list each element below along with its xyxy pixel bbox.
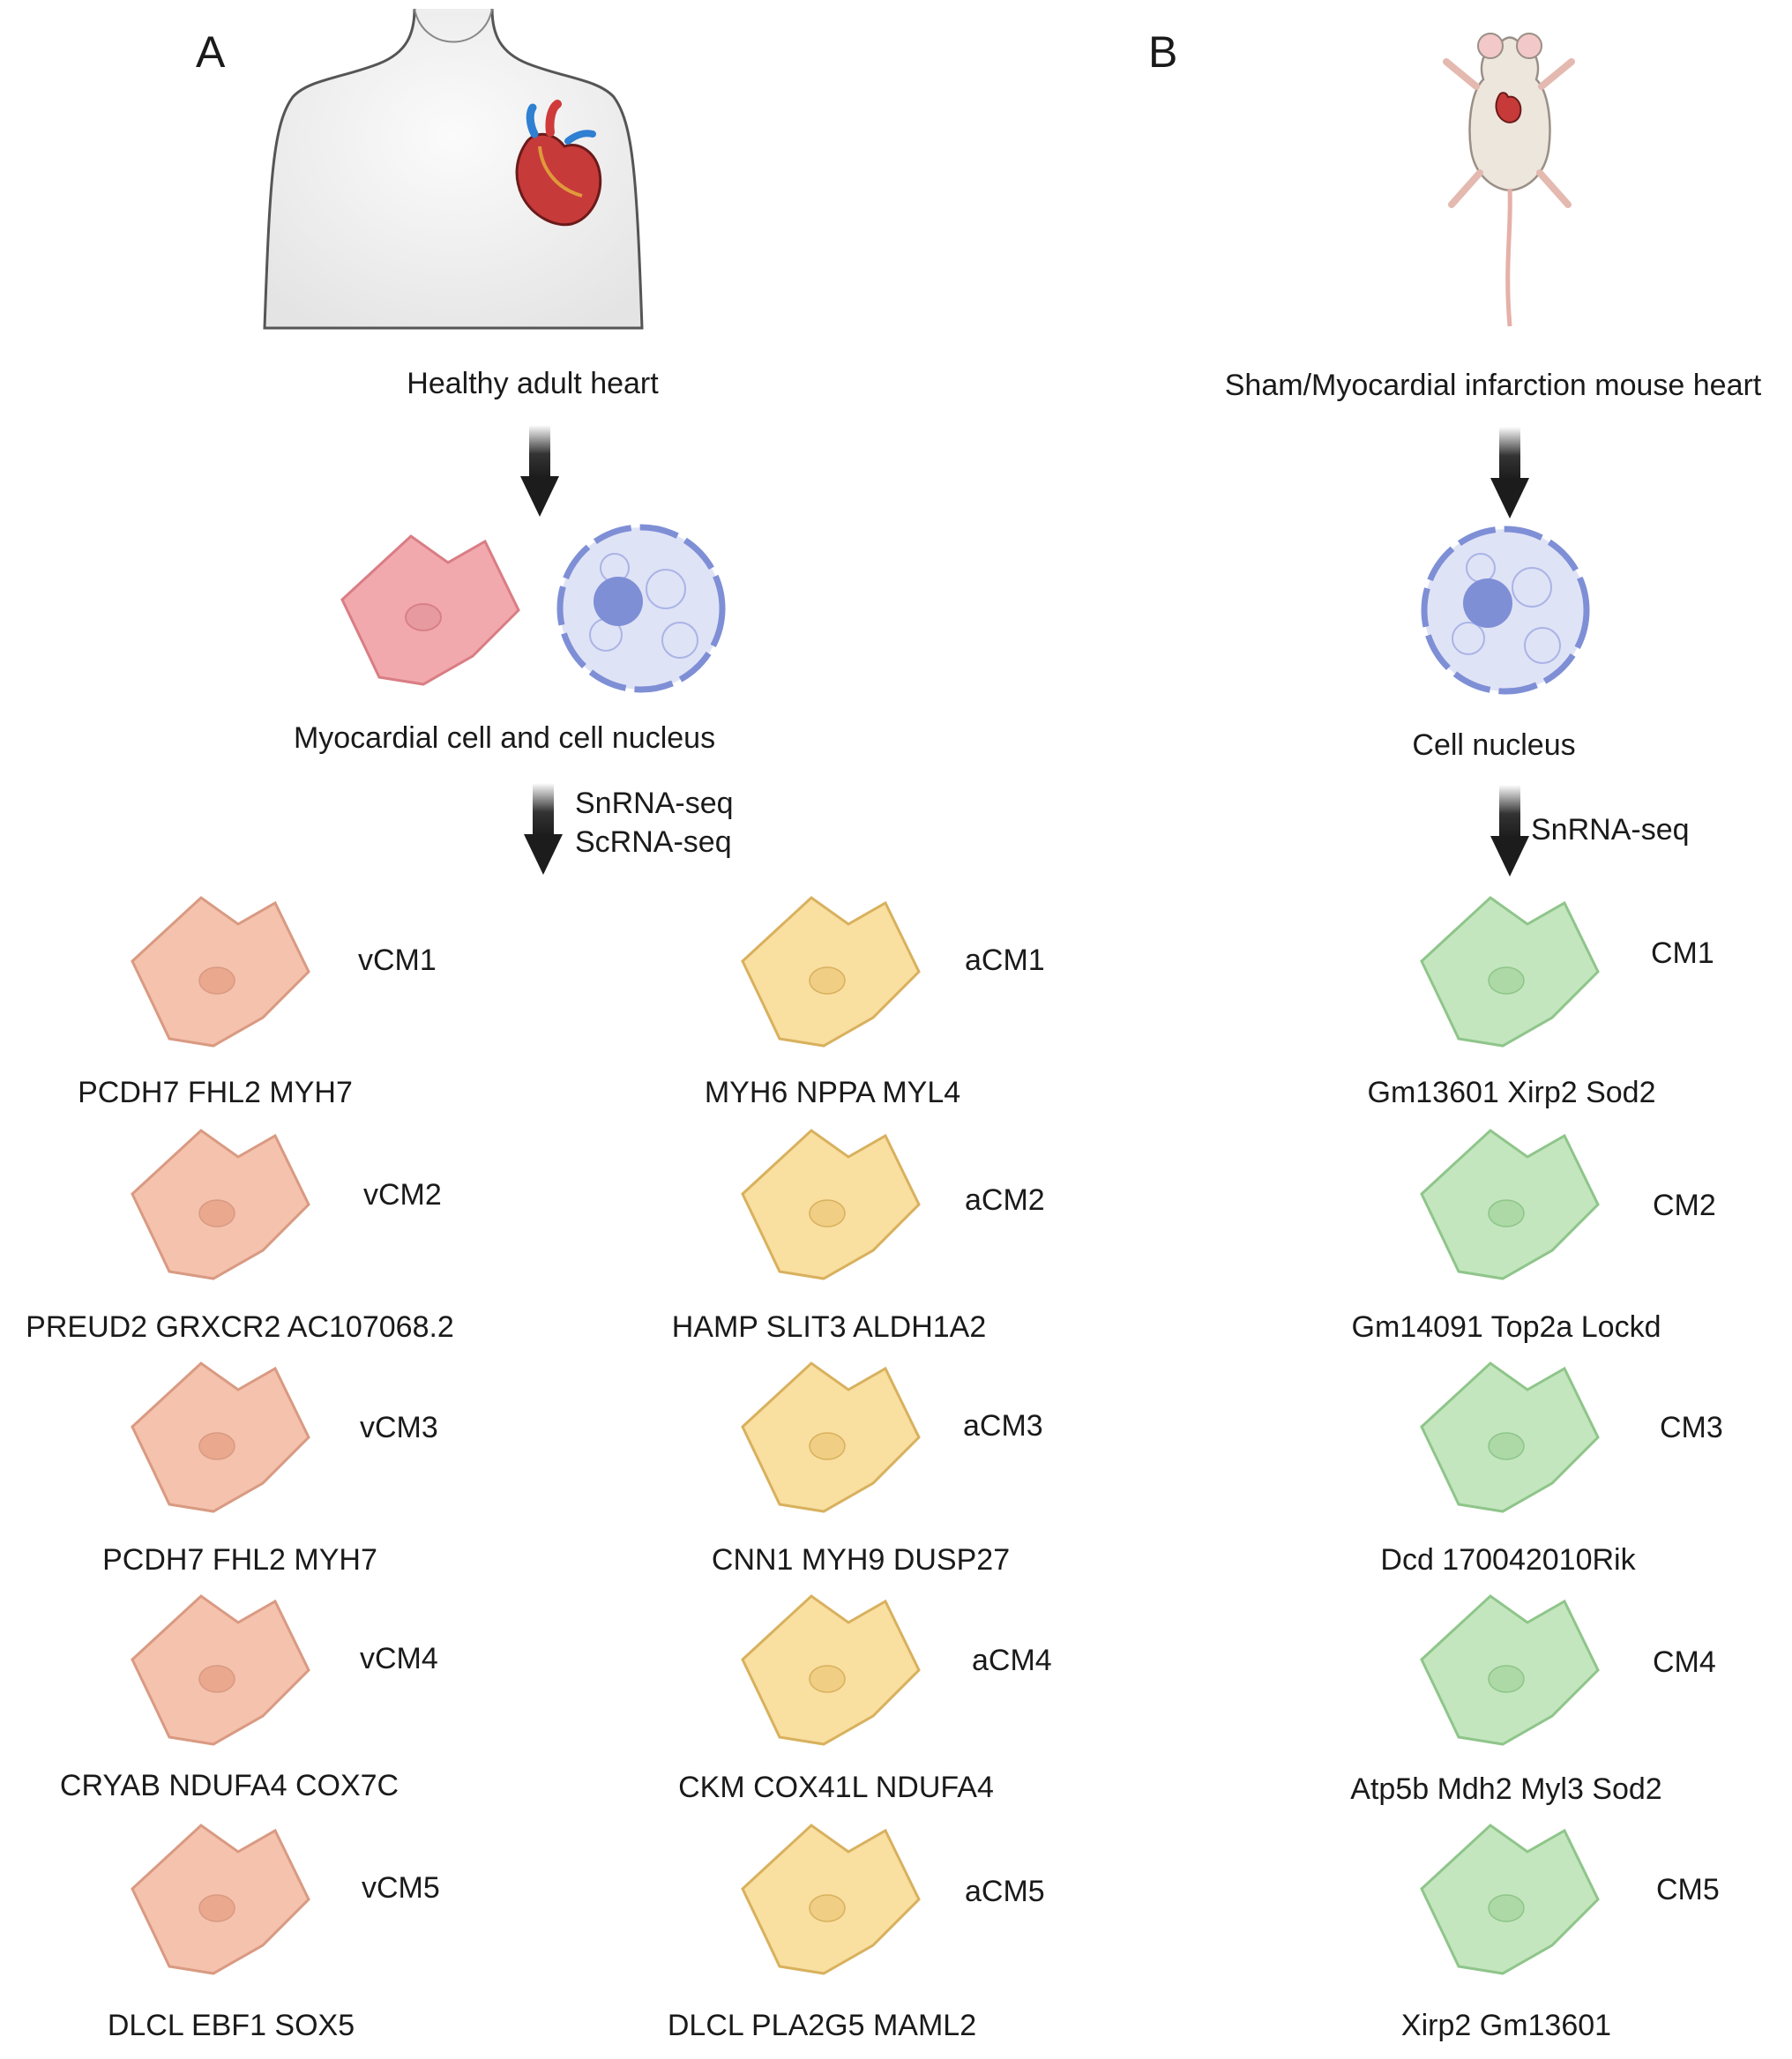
gene-list-cm5: Xirp2 Gm13601 xyxy=(1400,2009,1612,2042)
panel-b-letter: B xyxy=(1148,27,1178,77)
gene-list-vcm5: DLCL EBF1 SOX5 xyxy=(107,2009,355,2042)
cluster-label-vcm3: vCM3 xyxy=(360,1411,438,1444)
cell-icon-vcm5 xyxy=(131,1824,310,1975)
gene-list-acm3: CNN1 MYH9 DUSP27 xyxy=(711,1543,1011,1577)
arrow-a-1 xyxy=(520,425,559,517)
method-snrna-b: SnRNA-seq xyxy=(1531,813,1690,847)
gene-list-cm2: Gm14091 Top2a Lockd xyxy=(1351,1310,1661,1344)
mouse-illustration xyxy=(1443,33,1575,327)
cluster-label-cm2: CM2 xyxy=(1653,1189,1716,1222)
panel-b-cells-label: Cell nucleus xyxy=(1412,728,1576,762)
cell-icon-cm4 xyxy=(1420,1594,1600,1746)
cluster-label-acm3: aCM3 xyxy=(963,1409,1043,1443)
gene-list-cm1: Gm13601 Xirp2 Sod2 xyxy=(1367,1076,1656,1109)
myocardial-cell-icon xyxy=(340,534,520,686)
method-snrna-a: SnRNA-seq xyxy=(575,787,734,820)
cell-nucleus-icon-a xyxy=(556,524,726,693)
arrow-b-2 xyxy=(1490,785,1529,877)
gene-list-vcm4: CRYAB NDUFA4 COX7C xyxy=(59,1769,399,1802)
cell-icon-cm2 xyxy=(1420,1129,1600,1280)
cell-icon-acm1 xyxy=(741,896,921,1048)
cluster-label-cm3: CM3 xyxy=(1660,1411,1723,1444)
cluster-label-cm1: CM1 xyxy=(1651,936,1714,970)
cell-icon-cm3 xyxy=(1420,1361,1600,1513)
cell-icon-acm4 xyxy=(741,1594,921,1746)
gene-list-acm4: CKM COX41L NDUFA4 xyxy=(678,1771,994,1804)
human-heart-icon xyxy=(515,100,602,227)
panel-a-letter: A xyxy=(196,27,226,77)
cell-icon-cm5 xyxy=(1420,1824,1600,1975)
cluster-label-acm5: aCM5 xyxy=(965,1875,1045,1908)
cluster-label-acm1: aCM1 xyxy=(965,944,1045,977)
cluster-label-vcm4: vCM4 xyxy=(360,1642,438,1675)
gene-list-vcm1: PCDH7 FHL2 MYH7 xyxy=(78,1076,353,1109)
cell-icon-acm5 xyxy=(741,1824,921,1975)
cell-icon-vcm1 xyxy=(131,896,310,1048)
cluster-label-acm2: aCM2 xyxy=(965,1183,1045,1217)
method-scrna-a: ScRNA-seq xyxy=(575,825,732,859)
arrow-a-2 xyxy=(524,783,563,875)
arrow-b-1 xyxy=(1490,427,1529,518)
panel-a-subject: Healthy adult heart xyxy=(407,367,659,400)
gene-list-cm3: Dcd 170042010Rik xyxy=(1380,1543,1636,1577)
panel-a-cells-label: Myocardial cell and cell nucleus xyxy=(293,721,716,755)
cell-nucleus-icon-b xyxy=(1421,526,1590,695)
gene-list-acm5: DLCL PLA2G5 MAML2 xyxy=(667,2009,977,2042)
cluster-label-vcm1: vCM1 xyxy=(358,944,437,977)
cell-icon-vcm2 xyxy=(131,1129,310,1280)
gene-list-vcm2: PREUD2 GRXCR2 AC107068.2 xyxy=(26,1310,454,1344)
cell-icon-vcm3 xyxy=(131,1361,310,1513)
cell-icon-vcm4 xyxy=(131,1594,310,1746)
cluster-cells xyxy=(131,896,1600,1975)
panel-b-subject: Sham/Myocardial infarction mouse heart xyxy=(1224,369,1762,402)
cluster-label-acm4: aCM4 xyxy=(972,1644,1052,1677)
cluster-label-cm5: CM5 xyxy=(1656,1873,1720,1906)
human-torso-illustration xyxy=(263,8,644,330)
gene-list-acm2: HAMP SLIT3 ALDH1A2 xyxy=(671,1310,987,1344)
gene-list-cm4: Atp5b Mdh2 Myl3 Sod2 xyxy=(1350,1772,1662,1806)
cell-icon-cm1 xyxy=(1420,896,1600,1048)
cluster-label-vcm2: vCM2 xyxy=(363,1178,442,1212)
cell-icon-acm2 xyxy=(741,1129,921,1280)
cluster-label-cm4: CM4 xyxy=(1653,1645,1716,1679)
cluster-label-vcm5: vCM5 xyxy=(362,1871,440,1905)
gene-list-acm1: MYH6 NPPA MYL4 xyxy=(704,1076,961,1109)
cell-icon-acm3 xyxy=(741,1361,921,1513)
gene-list-vcm3: PCDH7 FHL2 MYH7 xyxy=(102,1543,377,1577)
